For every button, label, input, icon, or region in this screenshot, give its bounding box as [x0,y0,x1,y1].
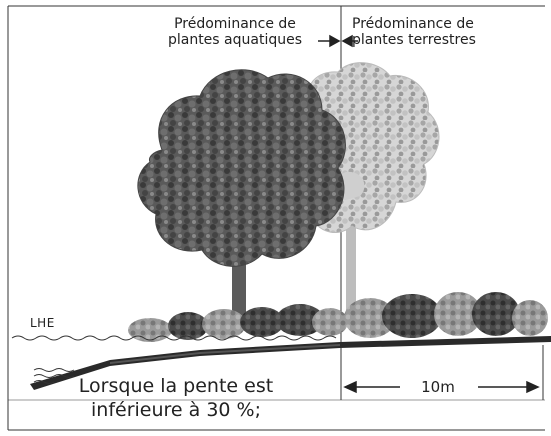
terrestrial-plants-label: Prédominance de plantes terrestres [352,16,532,48]
aquatic-plants-label: Prédominance de plantes aquatiques [140,16,330,48]
caption-line1: Lorsque la pente est [78,375,274,397]
terrestrial-label-line2: plantes terrestres [352,32,476,48]
terrestrial-label-line1: Prédominance de [352,16,474,32]
slope-caption: Lorsque la pente est inférieure à 30 %; [46,374,306,422]
boundary-arrows [318,34,358,48]
aquatic-label-line1: Prédominance de [174,16,296,32]
aquatic-tree [137,69,346,320]
aquatic-label-line2: plantes aquatiques [167,32,303,48]
shrubs [128,292,548,342]
ground [30,336,551,390]
frame [7,5,545,431]
distance-label: 10m [421,378,455,396]
distance-arrows [343,380,540,394]
lhe-label: LHE [30,316,55,330]
caption-line2: inférieure à 30 %; [91,399,261,421]
water-line [11,335,337,384]
